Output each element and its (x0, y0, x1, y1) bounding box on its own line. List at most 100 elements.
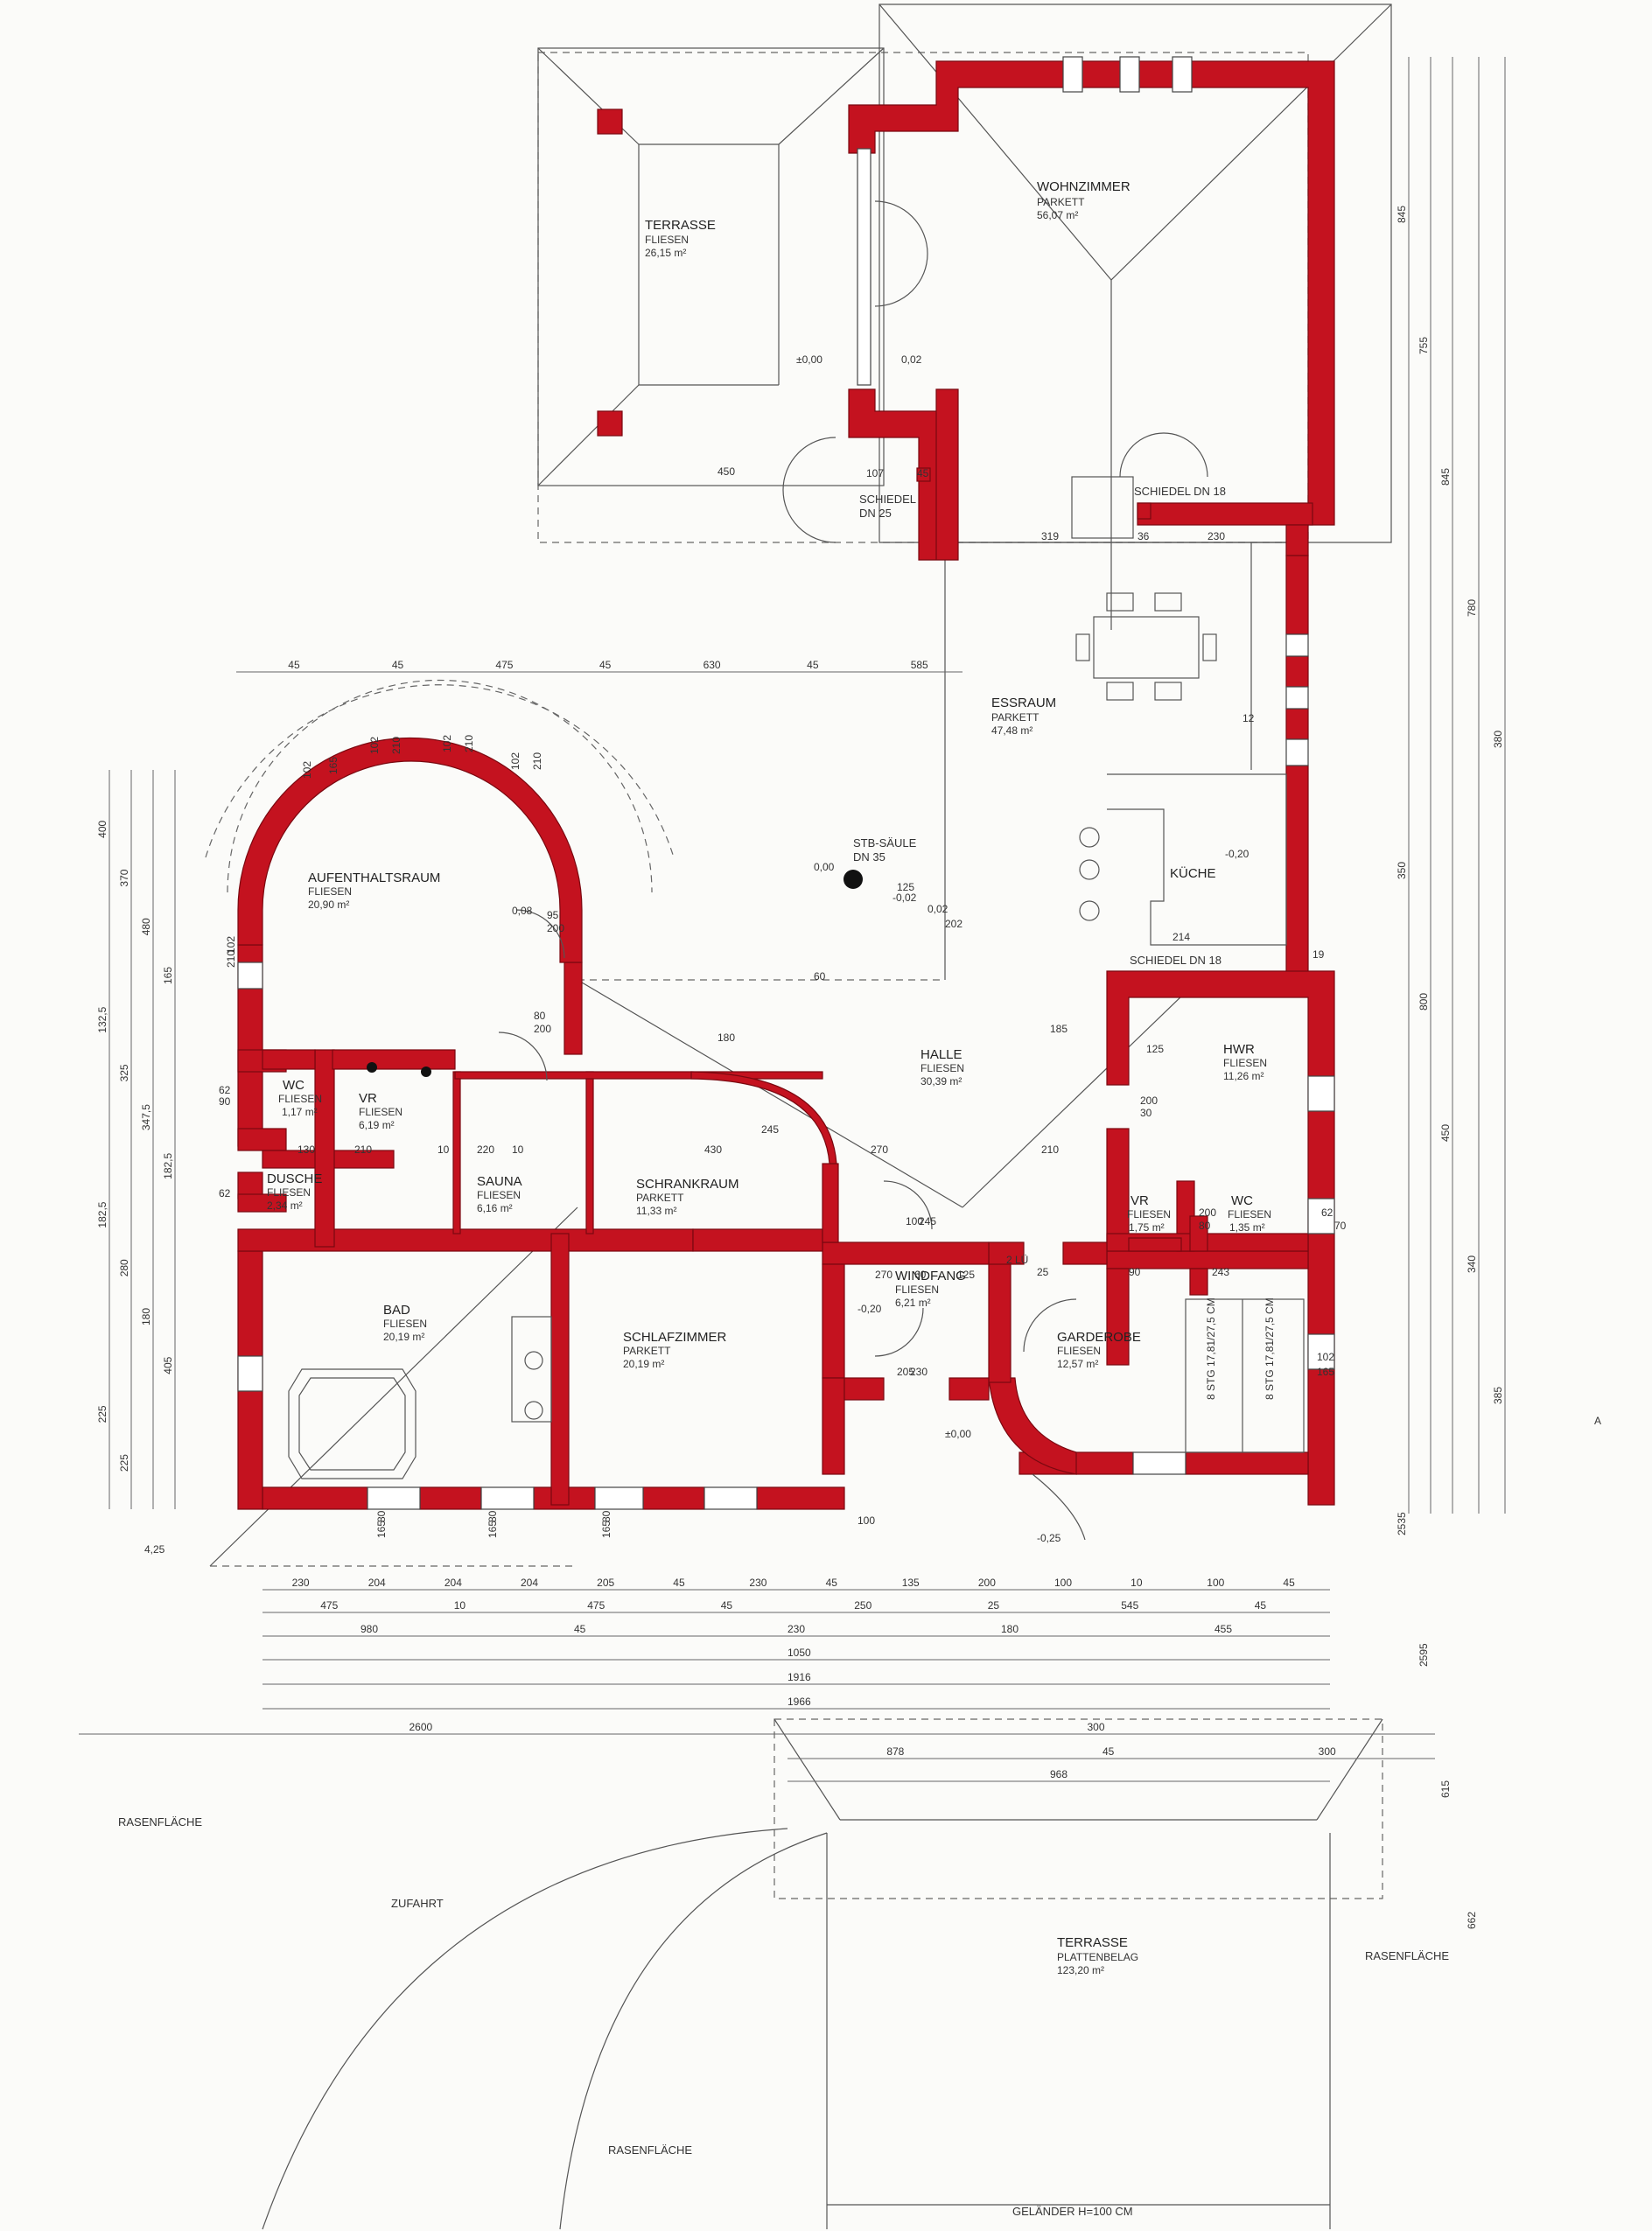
room-terrasse-top-name: TERRASSE (645, 218, 716, 233)
dimension-label: 1966 (788, 1696, 811, 1708)
dimension-label: 250 (854, 1599, 872, 1612)
label-stairs-b: 8 STG 17,81/27,5 CM (1264, 1297, 1276, 1400)
room-terrasse-bottom-name: TERRASSE (1057, 1935, 1128, 1950)
dimension-label: 800 (1418, 993, 1430, 1011)
windows (237, 56, 1335, 1510)
room-terrasse-bottom-area: 123,20 m² (1057, 1964, 1104, 1976)
dimension-label: 2600 (410, 1721, 433, 1733)
dimension-label: 70 (1334, 1220, 1347, 1232)
dimension-label: 980 (360, 1623, 378, 1635)
dimension-label: 2535 (1396, 1512, 1408, 1535)
room-hwr-name: HWR (1223, 1042, 1255, 1057)
label-schiedel-18-kitchen: SCHIEDEL DN 18 (1130, 954, 1222, 967)
dimension-label: 220 (477, 1143, 494, 1156)
roof-outlines (205, 3, 1392, 2230)
dimension-label: 80 (1199, 1220, 1211, 1232)
dimension-label: 45 (673, 1577, 685, 1589)
room-garderobe-finish: FLIESEN (1057, 1345, 1101, 1357)
dimension-label: 480 (140, 918, 152, 935)
label-2lu: 2 LÜ (1006, 1254, 1028, 1266)
dimension-label: 180 (718, 1032, 735, 1044)
dimension-label: 45 (826, 1577, 838, 1589)
label-schiedel-18-top: SCHIEDEL DN 18 (1134, 485, 1226, 498)
room-wc-left-area: 1,17 m² (282, 1106, 318, 1118)
dimension-label: 230 (1208, 530, 1225, 542)
dimension-label: 385 (1492, 1387, 1504, 1404)
dimension-label: 475 (320, 1599, 338, 1612)
room-halle-finish: FLIESEN (920, 1062, 964, 1074)
dimension-label: 630 (704, 659, 721, 671)
room-bad-area: 20,19 m² (383, 1331, 424, 1343)
label-zufahrt: ZUFAHRT (391, 1897, 444, 1910)
dimension-label: 662 (1466, 1912, 1478, 1929)
room-vr-left-finish: FLIESEN (359, 1106, 402, 1118)
dimension-lines (79, 57, 1506, 1782)
dimension-label: 45 (288, 659, 300, 671)
label-stairs-a: 8 STG 17,81/27,5 CM (1205, 1297, 1217, 1400)
dimension-label: 132,5 (96, 1006, 108, 1032)
room-wohnzimmer-name: WOHNZIMMER (1037, 179, 1130, 194)
room-sauna-name: SAUNA (477, 1174, 522, 1189)
room-essraum-name: ESSRAUM (991, 696, 1056, 710)
window-dimension: 102 (301, 761, 313, 779)
room-vr-left-name: VR (359, 1091, 377, 1106)
label-rasen-right: RASENFLÄCHE (1365, 1949, 1449, 1962)
dimension-label: 62 (219, 1084, 231, 1096)
dimension-label: 25 (1037, 1266, 1049, 1278)
room-schrankraum-finish: PARKETT (636, 1192, 684, 1204)
room-windfang-finish: FLIESEN (895, 1283, 939, 1296)
dimension-label: 45 (599, 659, 612, 671)
dimension-label: 100 (1207, 1577, 1224, 1589)
dimension-label: 475 (495, 659, 513, 671)
dimension-label: 182,5 (162, 1153, 174, 1179)
dimension-label: 200 (547, 922, 564, 934)
window-dimension: 102 (509, 752, 522, 770)
dimension-label: 10 (454, 1599, 466, 1612)
dimension-label: 450 (718, 465, 735, 478)
dimension-label: 243 (1212, 1266, 1229, 1278)
dimension-label: 545 (1121, 1599, 1138, 1612)
window-dimension: 165 (327, 757, 340, 774)
dimension-label: 340 (1466, 1255, 1478, 1273)
room-halle-name: HALLE (920, 1047, 962, 1062)
dimension-label: -0,20 (858, 1303, 882, 1315)
dimension-label: 1916 (788, 1671, 811, 1683)
dimension-label: 204 (368, 1577, 386, 1589)
dimension-label: 125 (1146, 1043, 1164, 1055)
window-dimension: 165 (600, 1521, 612, 1538)
dimension-label: 845 (1396, 206, 1408, 223)
dimension-label: 10 (512, 1143, 524, 1156)
window-dimension: 210 (463, 735, 475, 752)
room-aufenthaltsraum-finish: FLIESEN (308, 885, 352, 898)
dimension-label: 100 (858, 1514, 875, 1527)
dimension-label: 347,5 (140, 1104, 152, 1130)
dimension-label: 102 (1317, 1351, 1334, 1363)
dimension-label: 1050 (788, 1647, 811, 1659)
room-bad-name: BAD (383, 1303, 410, 1318)
room-dusche-name: DUSCHE (267, 1171, 322, 1186)
dimension-label: 968 (1050, 1768, 1068, 1780)
window-dimension: 210 (390, 737, 402, 754)
dimension-label: 230 (292, 1577, 310, 1589)
dimension-label: 36 (1138, 530, 1150, 542)
dimension-label: 878 (886, 1745, 904, 1758)
misc-labels: SCHIEDEL DN 25 SCHIEDEL DN 18 SCHIEDEL D… (118, 485, 1601, 2218)
dimension-label: 130 (298, 1143, 315, 1156)
dimension-label: 245 (761, 1123, 779, 1136)
dimension-label: 30 (1140, 1107, 1152, 1119)
room-sauna-area: 6,16 m² (477, 1202, 513, 1214)
dimension-label: -0,25 (1037, 1532, 1061, 1544)
room-vr-right-name: VR (1130, 1193, 1149, 1208)
dimension-label: 225 (118, 1454, 130, 1472)
room-wc-right-name: WC (1231, 1193, 1253, 1208)
window-dimension: 165 (375, 1521, 388, 1538)
window-dimension: 102 (368, 737, 381, 754)
room-dusche-area: 2,34 m² (267, 1199, 303, 1212)
label-rasen-bottom: RASENFLÄCHE (608, 2144, 692, 2157)
dimension-label: 200 (534, 1023, 551, 1035)
room-schlafzimmer-name: SCHLAFZIMMER (623, 1330, 727, 1345)
dimension-label: 107 (866, 467, 884, 479)
dimension-label: 62 (1321, 1206, 1334, 1219)
label-schiedel-25-dn: DN 25 (859, 507, 892, 520)
